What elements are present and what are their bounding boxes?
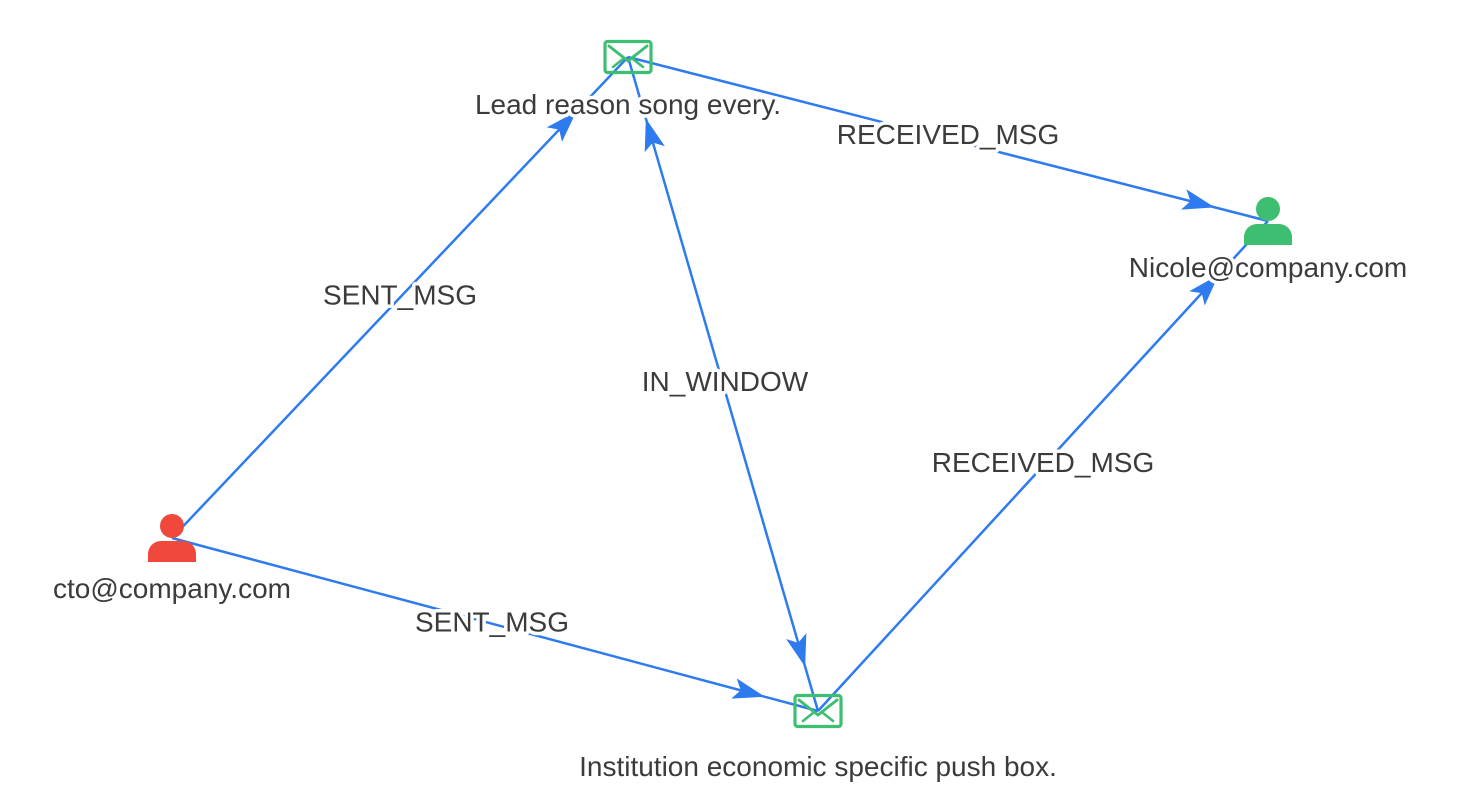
edge-label: SENT_MSG	[415, 606, 569, 637]
arrowhead-icon	[731, 678, 765, 699]
person-icon	[148, 514, 196, 562]
node-nicole[interactable]: Nicole@company.com	[1125, 197, 1411, 286]
node-cto[interactable]: cto@company.com	[50, 514, 295, 607]
arrow-layer	[546, 111, 1219, 699]
edge-in-window[interactable]	[626, 56, 820, 712]
node-label: Institution economic specific push box.	[579, 751, 1057, 782]
node-label: Lead reason song every.	[475, 89, 781, 120]
edge-label: SENT_MSG	[323, 279, 477, 310]
edge-received-msg[interactable]	[627, 55, 1269, 223]
envelope-icon	[793, 693, 843, 729]
arrowhead-icon	[546, 111, 577, 142]
envelope-flap	[607, 44, 649, 63]
node-msg-bottom[interactable]: Institution economic specific push box.	[576, 693, 1060, 785]
edge-label: RECEIVED_MSG	[837, 119, 1060, 150]
node-label: Nicole@company.com	[1129, 252, 1407, 283]
envelope-back-flap	[611, 57, 645, 69]
edge-label: RECEIVED_MSG	[932, 447, 1155, 478]
edge-label: IN_WINDOW	[642, 366, 809, 397]
envelope-body	[603, 39, 653, 75]
envelope-body	[793, 693, 843, 729]
arrowhead-icon	[1189, 274, 1219, 306]
envelope-icon	[603, 39, 653, 75]
edge-sent-msg[interactable]	[171, 536, 819, 713]
node-label: cto@company.com	[53, 573, 291, 604]
envelope-back-flap	[801, 711, 835, 723]
node-layer: cto@company.com Lead reason song every. In…	[50, 39, 1411, 785]
person-head	[1256, 197, 1280, 221]
envelope-flap	[797, 698, 839, 717]
edge-layer	[171, 55, 1269, 713]
node-msg-top[interactable]: Lead reason song every.	[471, 39, 785, 123]
edge-received-msg[interactable]	[817, 220, 1269, 712]
person-body	[1244, 224, 1292, 245]
edge-label-layer: SENT_MSG SENT_MSG RECEIVED_MSG RECEIVED_MSG…	[319, 115, 1157, 640]
person-body	[148, 541, 196, 562]
arrowhead-icon	[786, 633, 807, 667]
arrowhead-icon	[1181, 189, 1215, 210]
edge-sent-msg[interactable]	[171, 56, 629, 539]
arrowhead-icon	[644, 118, 665, 153]
person-head	[160, 514, 184, 538]
person-icon	[1244, 197, 1292, 245]
